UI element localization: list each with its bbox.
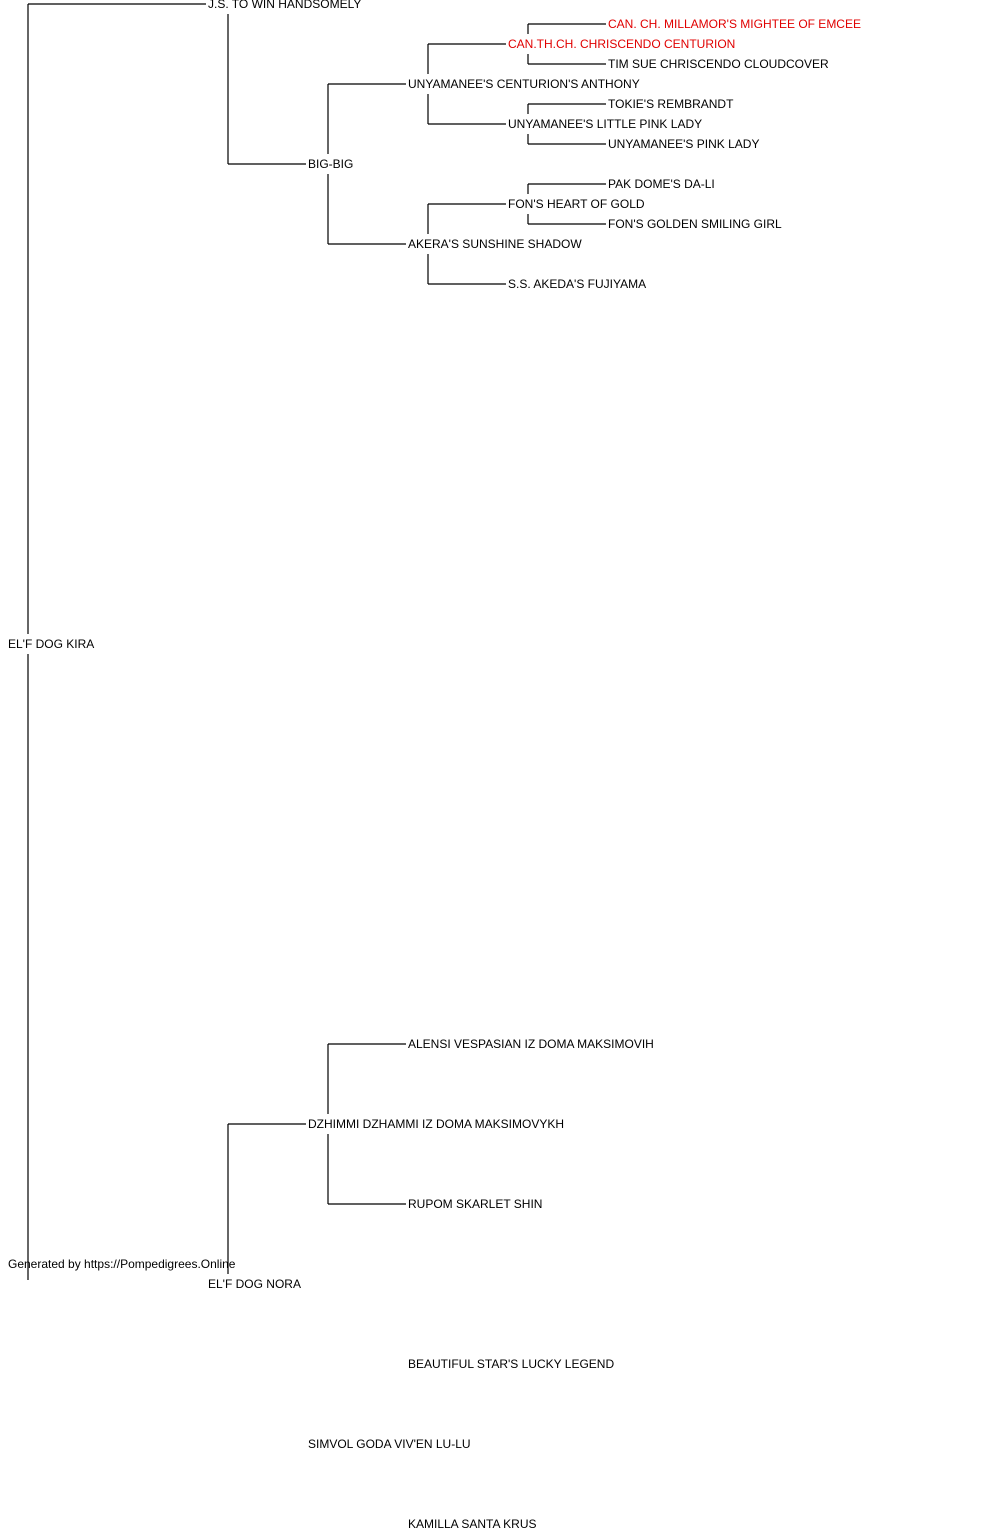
ancestor-name[interactable]: FON'S GOLDEN SMILING GIRL <box>608 217 782 231</box>
pedigree-connector-lines <box>27 3 606 1280</box>
ancestor-name[interactable]: UNYAMANEE'S CENTURION'S ANTHONY <box>408 77 640 91</box>
ancestor-name[interactable]: FON'S HEART OF GOLD <box>508 197 645 211</box>
ancestor-name[interactable]: CAN. CH. MILLAMOR'S MIGHTEE OF EMCEE <box>608 17 861 31</box>
ancestor-name[interactable]: BIG-BIG <box>308 157 354 171</box>
ancestor-name[interactable]: UNYAMANEE'S LITTLE PINK LADY <box>508 117 703 131</box>
ancestor-name[interactable]: PAK DOME'S DA-LI <box>608 177 715 191</box>
ancestor-name[interactable]: AKERA'S SUNSHINE SHADOW <box>408 237 582 251</box>
subject-dog-name[interactable]: EL'F DOG KIRA <box>8 637 95 651</box>
ancestor-name[interactable]: BEAUTIFUL STAR'S LUCKY LEGEND <box>408 1357 615 1371</box>
ancestor-name[interactable]: DZHIMMI DZHAMMI IZ DOMA MAKSIMOVYKH <box>308 1117 565 1131</box>
ancestor-name[interactable]: KAMILLA SANTA KRUS <box>408 1517 537 1531</box>
ancestor-name[interactable]: TOKIE'S REMBRANDT <box>608 97 734 111</box>
ancestor-name[interactable]: RUPOM SKARLET SHIN <box>408 1197 543 1211</box>
ancestor-name[interactable]: CAN.TH.CH. CHRISCENDO CENTURION <box>508 37 736 51</box>
pedigree-tree: EL'F DOG KIRA J.S. TO WIN HANDSOMELY FON'S… <box>8 0 861 1531</box>
ancestor-name[interactable]: EL'F DOG NORA <box>208 1277 301 1291</box>
ancestor-name[interactable]: S.S. AKEDA'S FUJIYAMA <box>508 277 647 291</box>
footer-credit: Generated by https://Pompedigrees.Online <box>8 1257 236 1271</box>
ancestor-name[interactable]: UNYAMANEE'S PINK LADY <box>608 137 760 151</box>
ancestor-name[interactable]: ALENSI VESPASIAN IZ DOMA MAKSIMOVIH <box>408 1037 654 1051</box>
ancestor-name[interactable]: J.S. TO WIN HANDSOMELY <box>208 0 362 11</box>
ancestor-name[interactable]: TIM SUE CHRISCENDO CLOUDCOVER <box>608 57 829 71</box>
ancestor-name[interactable]: SIMVOL GODA VIV'EN LU-LU <box>308 1437 471 1451</box>
